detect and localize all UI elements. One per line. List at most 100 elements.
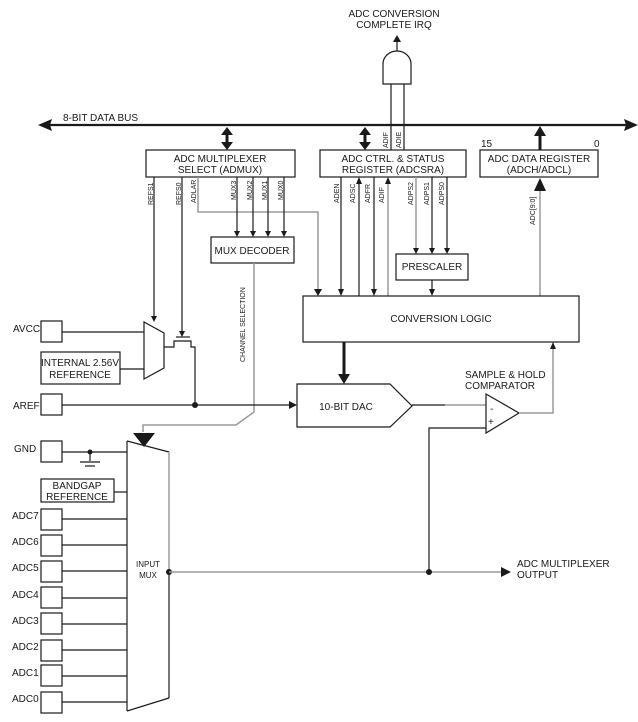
comparator-triangle-icon	[485, 392, 521, 435]
pin-adc5-label: ADC5	[12, 563, 39, 574]
irq-label-line1: ADC CONVERSION	[348, 9, 439, 20]
pin-adc0-label: ADC0	[12, 694, 39, 705]
sig-mux3: MUX3	[231, 180, 238, 200]
channel-selection-label: CHANNEL SELECTION	[240, 287, 247, 362]
sample-hold-comparator: SAMPLE & HOLD COMPARATOR - +	[465, 342, 556, 435]
sig-refs1: REFS1	[148, 182, 155, 205]
pin-adc4: ADC4	[12, 586, 127, 609]
sig-adc-result: ADC[9:0]	[530, 197, 537, 225]
reference-switch	[164, 340, 196, 405]
pin-adc4-label: ADC4	[12, 590, 39, 601]
prescaler-label: PRESCALER	[402, 262, 463, 273]
data-register-bus-connector	[534, 126, 546, 150]
pin-adc6: ADC6	[12, 534, 127, 557]
pin-adc0: ADC0	[12, 691, 127, 714]
internal-ref-line2: REFERENCE	[49, 370, 111, 381]
pin-adc2: ADC2	[12, 639, 127, 662]
pin-aref-label: AREF	[13, 401, 40, 412]
conversion-logic-label: CONVERSION LOGIC	[390, 314, 491, 325]
sig-adif: ADIF	[379, 187, 386, 203]
mux-output: ADC MULTIPLEXER OUTPUT	[169, 559, 610, 581]
pin-adc1: ADC1	[12, 664, 127, 687]
mux-decoder: MUX DECODER	[210, 236, 295, 264]
data-bus: 8-BIT DATA BUS	[38, 113, 638, 131]
input-mux-line2: MUX	[139, 571, 157, 580]
dac-label: 10-BIT DAC	[319, 402, 373, 413]
data-register-line1: ADC DATA REGISTER	[488, 154, 590, 165]
dac-10bit: 10-BIT DAC	[296, 383, 413, 428]
pin-avcc: AVCC	[13, 320, 144, 343]
admux-line1: ADC MULTIPLEXER	[174, 154, 267, 165]
reference-mux-icon	[143, 320, 165, 381]
sig-adfr: ADFR	[365, 184, 372, 203]
irq-label-line2: COMPLETE IRQ	[356, 20, 432, 31]
irq-in-adif: ADIF	[383, 132, 390, 148]
sig-mux1: MUX1	[262, 180, 269, 200]
sig-refs0: REFS0	[176, 182, 183, 205]
mux-output-line2: OUTPUT	[517, 570, 558, 581]
data-register-line2: (ADCH/ADCL)	[507, 165, 571, 176]
pin-adc6-label: ADC6	[12, 537, 39, 548]
bus-right-arrow-icon	[624, 119, 638, 131]
mux-decoder-label: MUX DECODER	[214, 246, 289, 257]
sig-mux2: MUX2	[247, 180, 254, 200]
input-mux-line1: INPUT	[136, 560, 160, 569]
data-register-bit-low: 0	[594, 139, 600, 150]
pin-adc1-label: ADC1	[12, 668, 39, 679]
pin-avcc-label: AVCC	[13, 324, 40, 335]
adcsra-line1: ADC CTRL. & STATUS	[342, 154, 445, 165]
comparator-output-wire	[519, 348, 554, 414]
pin-adc7-label: ADC7	[12, 511, 39, 522]
mux-output-line1: ADC MULTIPLEXER	[517, 559, 610, 570]
data-register-bit-high: 15	[481, 139, 493, 150]
adcsra-line2: REGISTER (ADCSRA)	[342, 165, 444, 176]
pin-gnd: GND	[14, 440, 127, 467]
pin-gnd-label: GND	[14, 444, 36, 455]
comparator-minus: -	[490, 404, 493, 415]
adc-data-register: ADC DATA REGISTER (ADCH/ADCL) 15 0 ADC[9…	[479, 139, 600, 296]
and-gate-icon	[382, 50, 412, 85]
comparator-line1: SAMPLE & HOLD	[465, 370, 546, 381]
admux-bus-connector	[221, 127, 233, 150]
bandgap-line2: REFERENCE	[46, 492, 108, 503]
bandgap-reference: BANDGAP REFERENCE	[40, 478, 127, 503]
admux-line2: SELECT (ADMUX)	[178, 165, 262, 176]
prescaler: PRESCALER	[395, 253, 469, 296]
sig-adsc: ADSC	[350, 184, 357, 203]
comparator-plus-wire	[428, 427, 486, 572]
sig-adlar: ADLAR	[191, 180, 198, 203]
channel-selection-wire	[142, 263, 255, 432]
adc-input-pins: ADC7 ADC6 ADC5 ADC4 ADC3 ADC2 ADC1 ADC0	[12, 508, 127, 714]
comparator-plus: +	[488, 417, 494, 428]
bus-label: 8-BIT DATA BUS	[63, 113, 138, 124]
adcsra-register: ADC CTRL. & STATUS REGISTER (ADCSRA) ADE…	[319, 131, 467, 205]
pin-adc3-label: ADC3	[12, 616, 39, 627]
pin-adc5: ADC5	[12, 560, 127, 583]
bus-left-arrow-icon	[38, 119, 52, 131]
pin-aref: AREF	[13, 393, 297, 416]
irq-arrow-icon	[393, 35, 401, 42]
conversion-logic: CONVERSION LOGIC	[302, 295, 580, 343]
internal-ref-line1: INTERNAL 2.56V	[41, 358, 119, 369]
internal-reference: INTERNAL 2.56V REFERENCE	[40, 351, 144, 385]
sig-mux0: MUX0	[278, 180, 285, 200]
pin-adc2-label: ADC2	[12, 642, 39, 653]
pin-adc7: ADC7	[12, 508, 127, 531]
irq-and-gate: ADC CONVERSION COMPLETE IRQ	[348, 9, 440, 150]
sig-adps0: ADPS0	[439, 182, 446, 205]
sig-aden: ADEN	[334, 184, 341, 203]
irq-in-adie: ADIE	[396, 131, 403, 148]
adcsra-control-wires	[338, 177, 450, 296]
sig-adps1: ADPS1	[424, 182, 431, 205]
bandgap-line1: BANDGAP	[53, 481, 102, 492]
pin-adc3: ADC3	[12, 612, 127, 635]
input-mux: INPUT MUX	[126, 433, 172, 712]
channel-select-arrow-icon	[133, 433, 155, 447]
admux-register: ADC MULTIPLEXER SELECT (ADMUX) REFS1 REF…	[145, 149, 296, 205]
adcsra-bus-connector	[359, 127, 371, 150]
comparator-line2: COMPARATOR	[465, 381, 535, 392]
adlar-wire	[197, 177, 319, 290]
sig-adps2: ADPS2	[408, 182, 415, 205]
mux-select-wires	[234, 177, 287, 237]
